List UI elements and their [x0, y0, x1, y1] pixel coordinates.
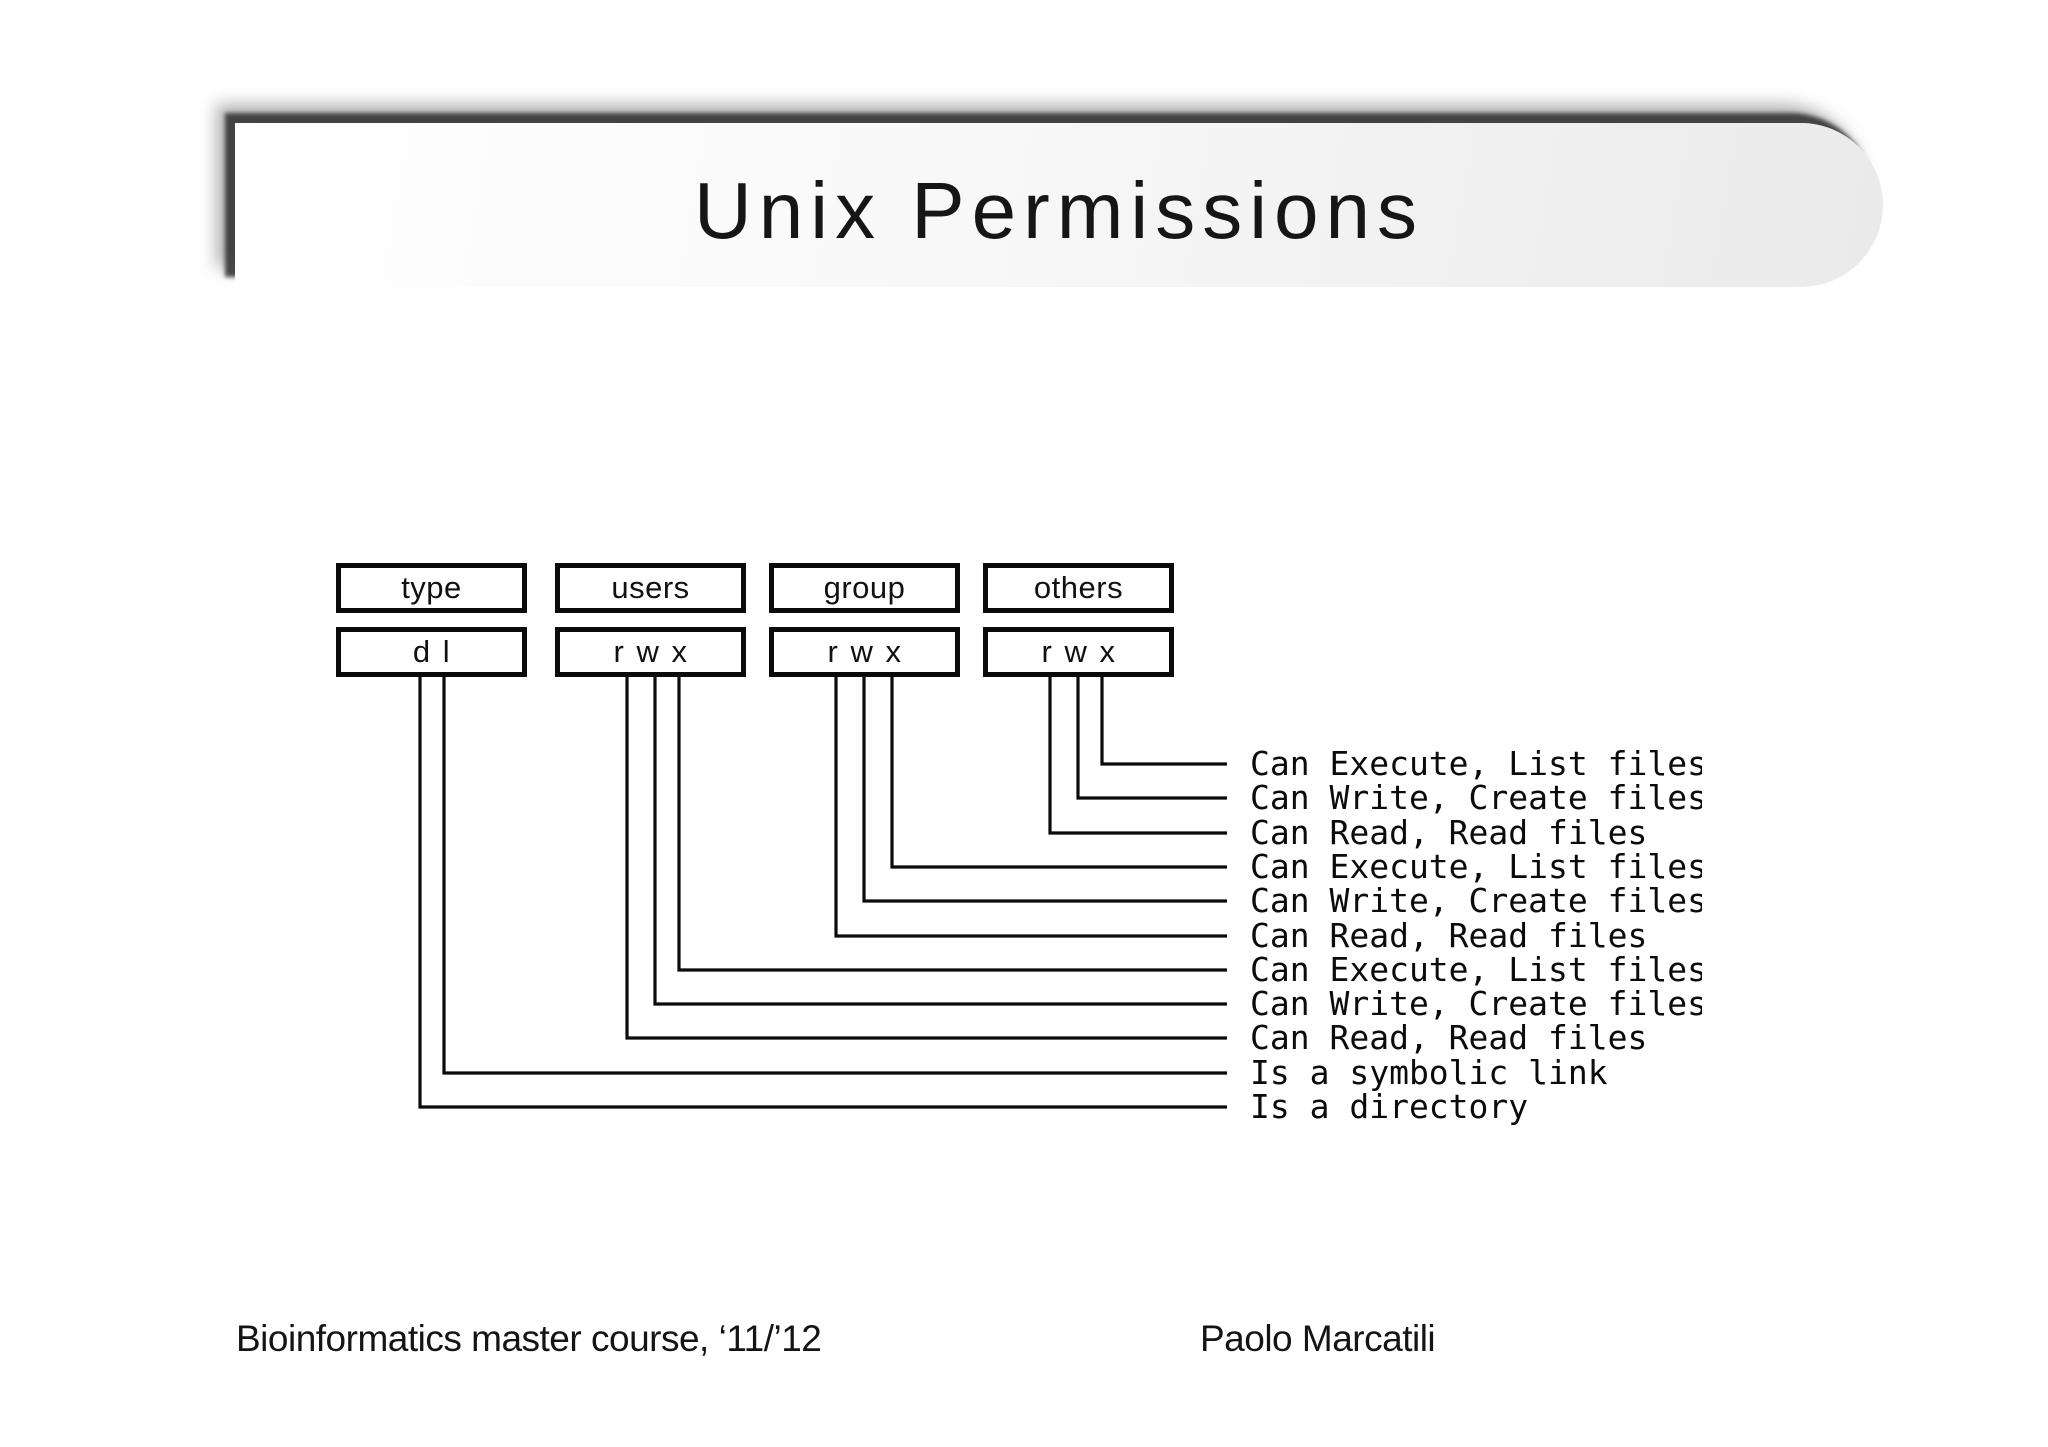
connector-others-w — [1076, 674, 1227, 800]
connection-label-users-w: Can Write, Create files — [1250, 984, 1702, 1023]
column-header-box-users: users — [555, 563, 746, 613]
column-header-box-others: others — [983, 563, 1174, 613]
column-header-box-type: type — [336, 563, 527, 613]
connection-label-others-w: Can Write, Create files — [1250, 778, 1702, 817]
connector-group-r — [834, 674, 1227, 938]
connector-users-r — [625, 674, 1227, 1040]
column-header-box-group: group — [769, 563, 960, 613]
column-chars-box-users: r w x — [555, 627, 746, 677]
column-chars-box-group: r w x — [769, 627, 960, 677]
footer-course: Bioinformatics master course, ‘11/’12 — [236, 1318, 822, 1359]
connector-group-w — [862, 674, 1227, 903]
connector-type-d — [418, 674, 1227, 1109]
connector-type-l — [442, 674, 1227, 1075]
connection-label-others-x: Can Execute, List files — [1250, 744, 1702, 783]
column-chars-box-type: d l — [336, 627, 527, 677]
footer-author: Paolo Marcatili — [1200, 1318, 1436, 1359]
slide-title: Unix Permissions — [694, 166, 1424, 255]
connection-label-users-x: Can Execute, List files — [1250, 950, 1702, 989]
connection-label-others-r: Can Read, Read files — [1250, 813, 1648, 852]
connector-users-w — [653, 674, 1227, 1006]
connection-label-group-x: Can Execute, List files — [1250, 847, 1702, 886]
connector-others-r — [1048, 674, 1227, 835]
connector-group-x — [890, 674, 1227, 869]
connection-label-type-d: Is a directory — [1250, 1087, 1529, 1126]
connection-label-type-l: Is a symbolic link — [1250, 1053, 1608, 1092]
column-chars-box-others: r w x — [983, 627, 1174, 677]
connection-label-group-w: Can Write, Create files — [1250, 881, 1702, 920]
connection-label-users-r: Can Read, Read files — [1250, 1018, 1648, 1057]
connector-users-x — [677, 674, 1227, 972]
connector-others-x — [1100, 674, 1227, 766]
connection-label-group-r: Can Read, Read files — [1250, 916, 1648, 955]
title-banner: Unix Permissions — [235, 123, 1883, 287]
